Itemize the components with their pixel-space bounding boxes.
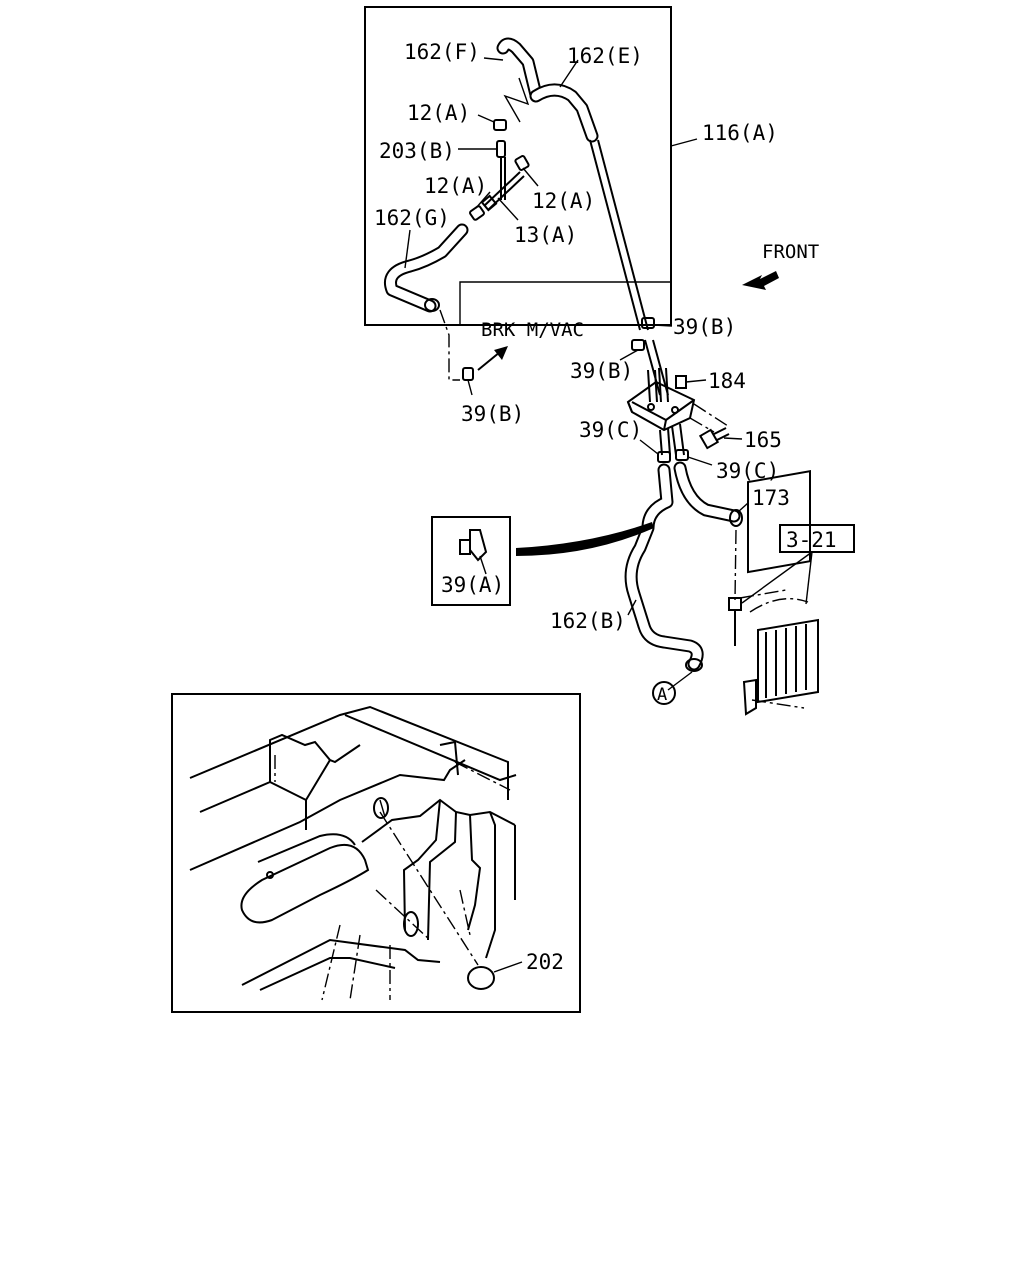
hose-162f — [496, 37, 543, 102]
label-173: 173 — [752, 486, 790, 510]
bolt-165 — [689, 403, 730, 450]
label-12a-right: 12(A) — [532, 189, 595, 213]
label-12a-upper: 12(A) — [407, 101, 470, 125]
clip-12a-right — [514, 155, 530, 171]
label-162e: 162(E) — [567, 44, 643, 68]
label-116a: 116(A) — [702, 121, 778, 145]
canister — [728, 469, 819, 716]
label-162g: 162(G) — [374, 206, 450, 230]
label-162f: 162(F) — [404, 40, 480, 64]
hose-162g — [384, 223, 469, 313]
label-162b: 162(B) — [550, 609, 626, 633]
clip-39b-upper — [641, 317, 655, 329]
label-12a-mid: 12(A) — [424, 174, 487, 198]
label-39b-mid: 39(B) — [570, 359, 633, 383]
lower-detail-frame — [171, 693, 581, 1013]
label-39c-left: 39(C) — [579, 418, 642, 442]
clip-39b-mid — [631, 339, 645, 351]
label-39b-upper: 39(B) — [673, 315, 736, 339]
label-184: 184 — [708, 369, 746, 393]
tee-13a — [480, 171, 525, 212]
label-13a: 13(A) — [514, 223, 577, 247]
clip-12a-upper — [493, 119, 507, 131]
pipe-116a — [589, 139, 669, 396]
hose-162b — [624, 463, 704, 672]
upper-detail-frame — [364, 6, 672, 326]
label-39b-brk: 39(B) — [461, 402, 524, 426]
clip-39a-icon — [459, 529, 488, 575]
label-202: 202 — [526, 950, 564, 974]
detail-pointer — [516, 522, 654, 556]
clip-39c-right — [675, 449, 689, 461]
arrow-brk — [477, 346, 508, 371]
label-brk-mvac: BRK M/VAC — [481, 319, 584, 341]
hose-173 — [673, 461, 743, 527]
clip-39a-detail-frame — [431, 516, 511, 606]
front-arrow-icon — [742, 271, 779, 290]
label-ref-a: A — [657, 685, 667, 705]
clip-39c-left — [657, 451, 671, 463]
label-3-21: 3-21 — [786, 528, 837, 552]
frame-structure — [189, 705, 517, 1001]
hose-162e — [529, 83, 599, 143]
clip-39b-brk — [462, 367, 474, 381]
label-39c-right: 39(C) — [716, 459, 779, 483]
clip-12a-left — [469, 205, 485, 221]
ref-3-21-box — [779, 524, 855, 553]
plug-202 — [467, 966, 495, 990]
label-39a: 39(A) — [441, 573, 504, 597]
label-203b: 203(B) — [379, 139, 455, 163]
ref-a-circle — [652, 681, 676, 705]
label-front: FRONT — [762, 241, 819, 263]
label-165: 165 — [744, 428, 782, 452]
